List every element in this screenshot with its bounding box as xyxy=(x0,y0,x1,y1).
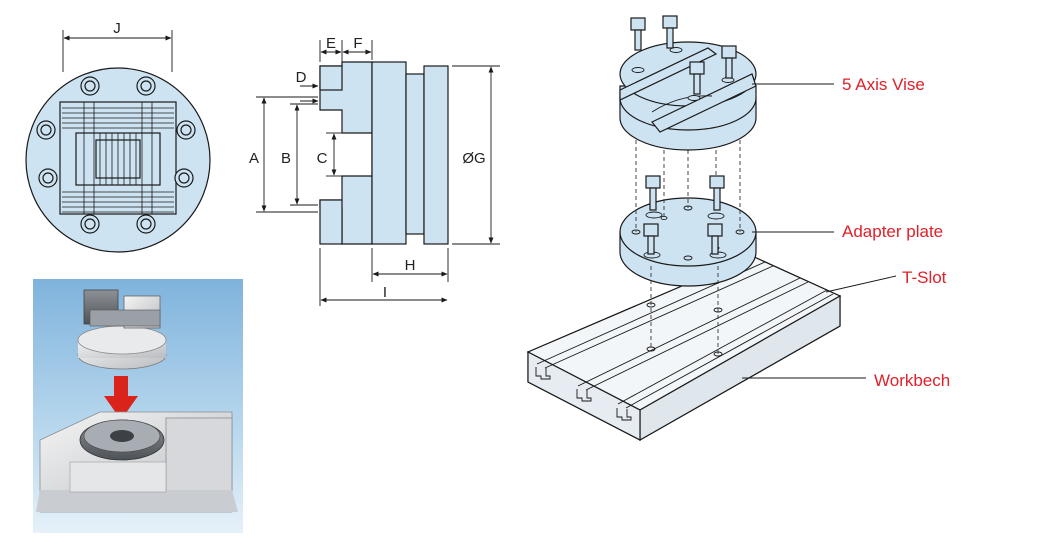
label-c: C xyxy=(317,150,328,167)
side-view: E F D A B C ØG H I xyxy=(249,35,500,306)
label-b: B xyxy=(281,150,291,167)
label-e: E xyxy=(326,35,336,52)
label-a: A xyxy=(249,150,259,167)
label-i: I xyxy=(383,284,387,301)
workbench xyxy=(526,255,842,442)
label-f: F xyxy=(353,35,362,52)
top-view: J xyxy=(25,20,211,253)
bolt-hole-icons xyxy=(36,76,196,234)
adapter-plate xyxy=(619,175,757,287)
adapter-screw-icons xyxy=(643,175,725,255)
rotary-table-photo xyxy=(33,279,243,533)
label-d: D xyxy=(296,69,307,86)
callout-workbench: Workbech xyxy=(874,371,950,390)
side-profile-right xyxy=(423,65,449,245)
label-g: ØG xyxy=(462,150,485,167)
label-j: J xyxy=(113,20,121,37)
callout-adapter: Adapter plate xyxy=(842,222,943,241)
callout-tslot: T-Slot xyxy=(902,268,947,287)
vise-5-axis xyxy=(619,15,757,151)
callout-vise: 5 Axis Vise xyxy=(842,75,925,94)
jaw-serrations xyxy=(62,102,174,214)
exploded-view: 5 Axis Vise Adapter plate T-Slot Workbec… xyxy=(526,15,950,442)
vise-screw-icons xyxy=(630,15,737,95)
label-h: H xyxy=(405,257,416,274)
alignment-lines xyxy=(635,140,741,354)
callout-line-tslot xyxy=(825,275,897,293)
side-profile-middle xyxy=(371,61,407,245)
